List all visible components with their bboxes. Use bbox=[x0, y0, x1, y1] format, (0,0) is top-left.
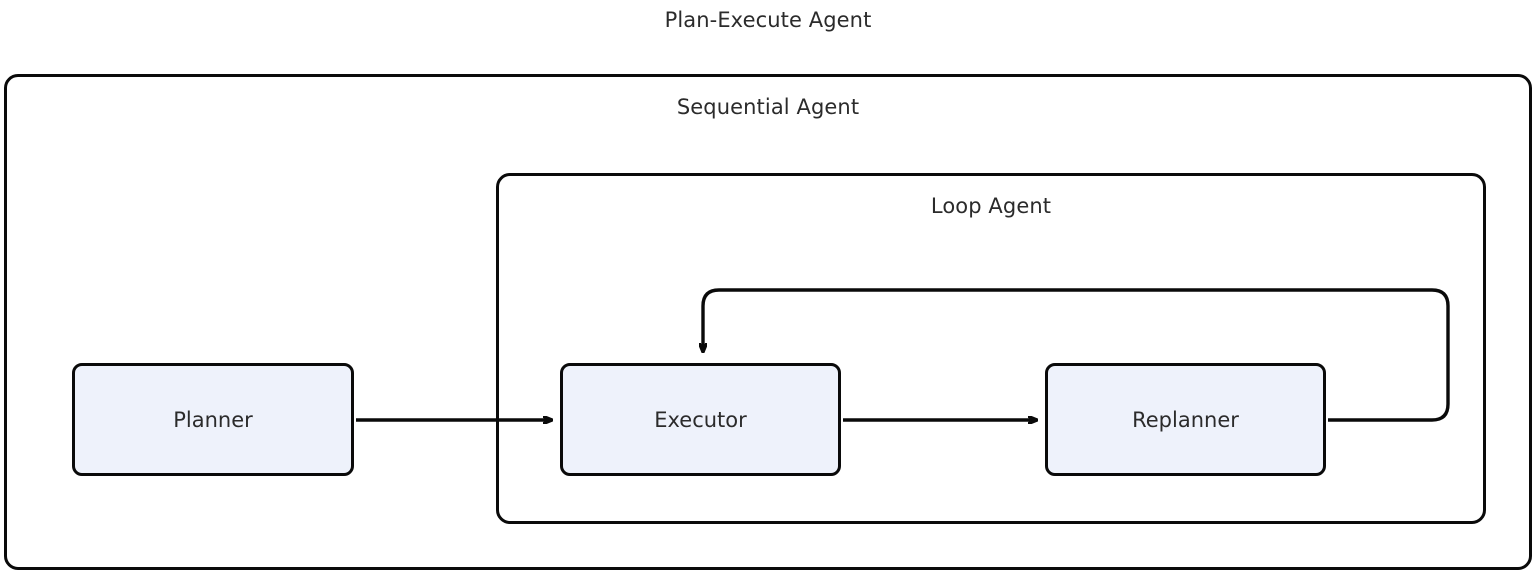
node-executor[interactable]: Executor bbox=[560, 363, 841, 476]
page-title: Plan-Execute Agent bbox=[664, 8, 872, 32]
node-replanner-label: Replanner bbox=[1132, 407, 1239, 432]
node-replanner[interactable]: Replanner bbox=[1045, 363, 1326, 476]
node-executor-label: Executor bbox=[654, 407, 747, 432]
loop-agent-label: Loop Agent bbox=[930, 194, 1052, 218]
loop-agent-container[interactable] bbox=[496, 173, 1486, 524]
node-planner-label: Planner bbox=[173, 407, 253, 432]
sequential-agent-container[interactable] bbox=[4, 74, 1532, 570]
sequential-agent-label: Sequential Agent bbox=[676, 95, 860, 119]
node-planner[interactable]: Planner bbox=[72, 363, 354, 476]
